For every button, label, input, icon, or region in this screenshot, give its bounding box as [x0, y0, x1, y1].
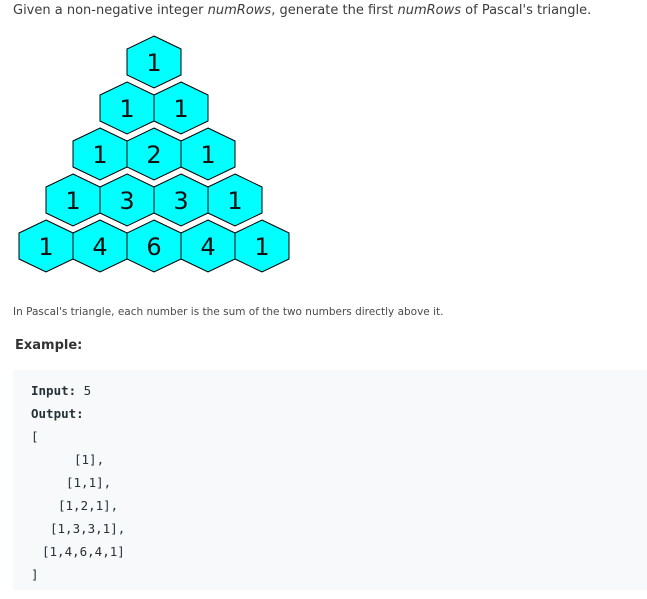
hexagon-cell	[180, 127, 236, 181]
num-rows-variable: numRows	[397, 3, 462, 18]
hexagon-value: 6	[146, 233, 161, 261]
hexagon-value: 1	[119, 95, 134, 123]
hexagon-value: 4	[92, 233, 107, 261]
num-rows-variable: numRows	[207, 3, 272, 18]
output-row: [1],	[74, 452, 105, 467]
hexagon-value: 1	[227, 187, 242, 215]
hexagon-value: 2	[146, 141, 161, 169]
output-row: [1,4,6,4,1]	[42, 544, 125, 559]
close-bracket: ]	[31, 567, 39, 582]
intro-suffix: of Pascal's triangle.	[461, 3, 592, 18]
output-line: Output:	[31, 406, 84, 421]
hexagon-value: 1	[200, 141, 215, 169]
hexagon-value: 1	[254, 233, 269, 261]
input-value: 5	[76, 383, 92, 398]
hexagon-value: 3	[119, 187, 134, 215]
hexagon-value: 1	[65, 187, 80, 215]
output-row: [1,3,3,1],	[50, 521, 126, 536]
open-bracket: [	[31, 429, 39, 444]
hexagon-cell	[153, 81, 209, 135]
output-label: Output:	[31, 406, 84, 421]
input-line: Input: 5	[31, 383, 91, 398]
hexagon-value: 1	[146, 49, 161, 77]
hexagon-value: 1	[38, 233, 53, 261]
intro-middle: , generate the first	[271, 3, 398, 18]
hexagon-cell	[234, 219, 290, 273]
problem-statement: Given a non-negative integer numRows, ge…	[13, 3, 591, 18]
example-code-block: Input: 5 Output: [ [1], [1,1], [1,2,1], …	[13, 370, 647, 590]
intro-prefix: Given a non-negative integer	[13, 3, 208, 18]
hexagon-cell	[207, 173, 263, 227]
hexagon-value: 3	[173, 187, 188, 215]
hexagon-value: 4	[200, 233, 215, 261]
input-label: Input:	[31, 383, 77, 398]
output-row: [1,1],	[66, 475, 112, 490]
example-heading: Example:	[15, 338, 83, 353]
hexagon-value: 1	[173, 95, 188, 123]
triangle-caption: In Pascal's triangle, each number is the…	[13, 306, 444, 318]
hexagon-cell	[126, 35, 182, 89]
output-row: [1,2,1],	[58, 498, 119, 513]
hexagon-value: 1	[92, 141, 107, 169]
